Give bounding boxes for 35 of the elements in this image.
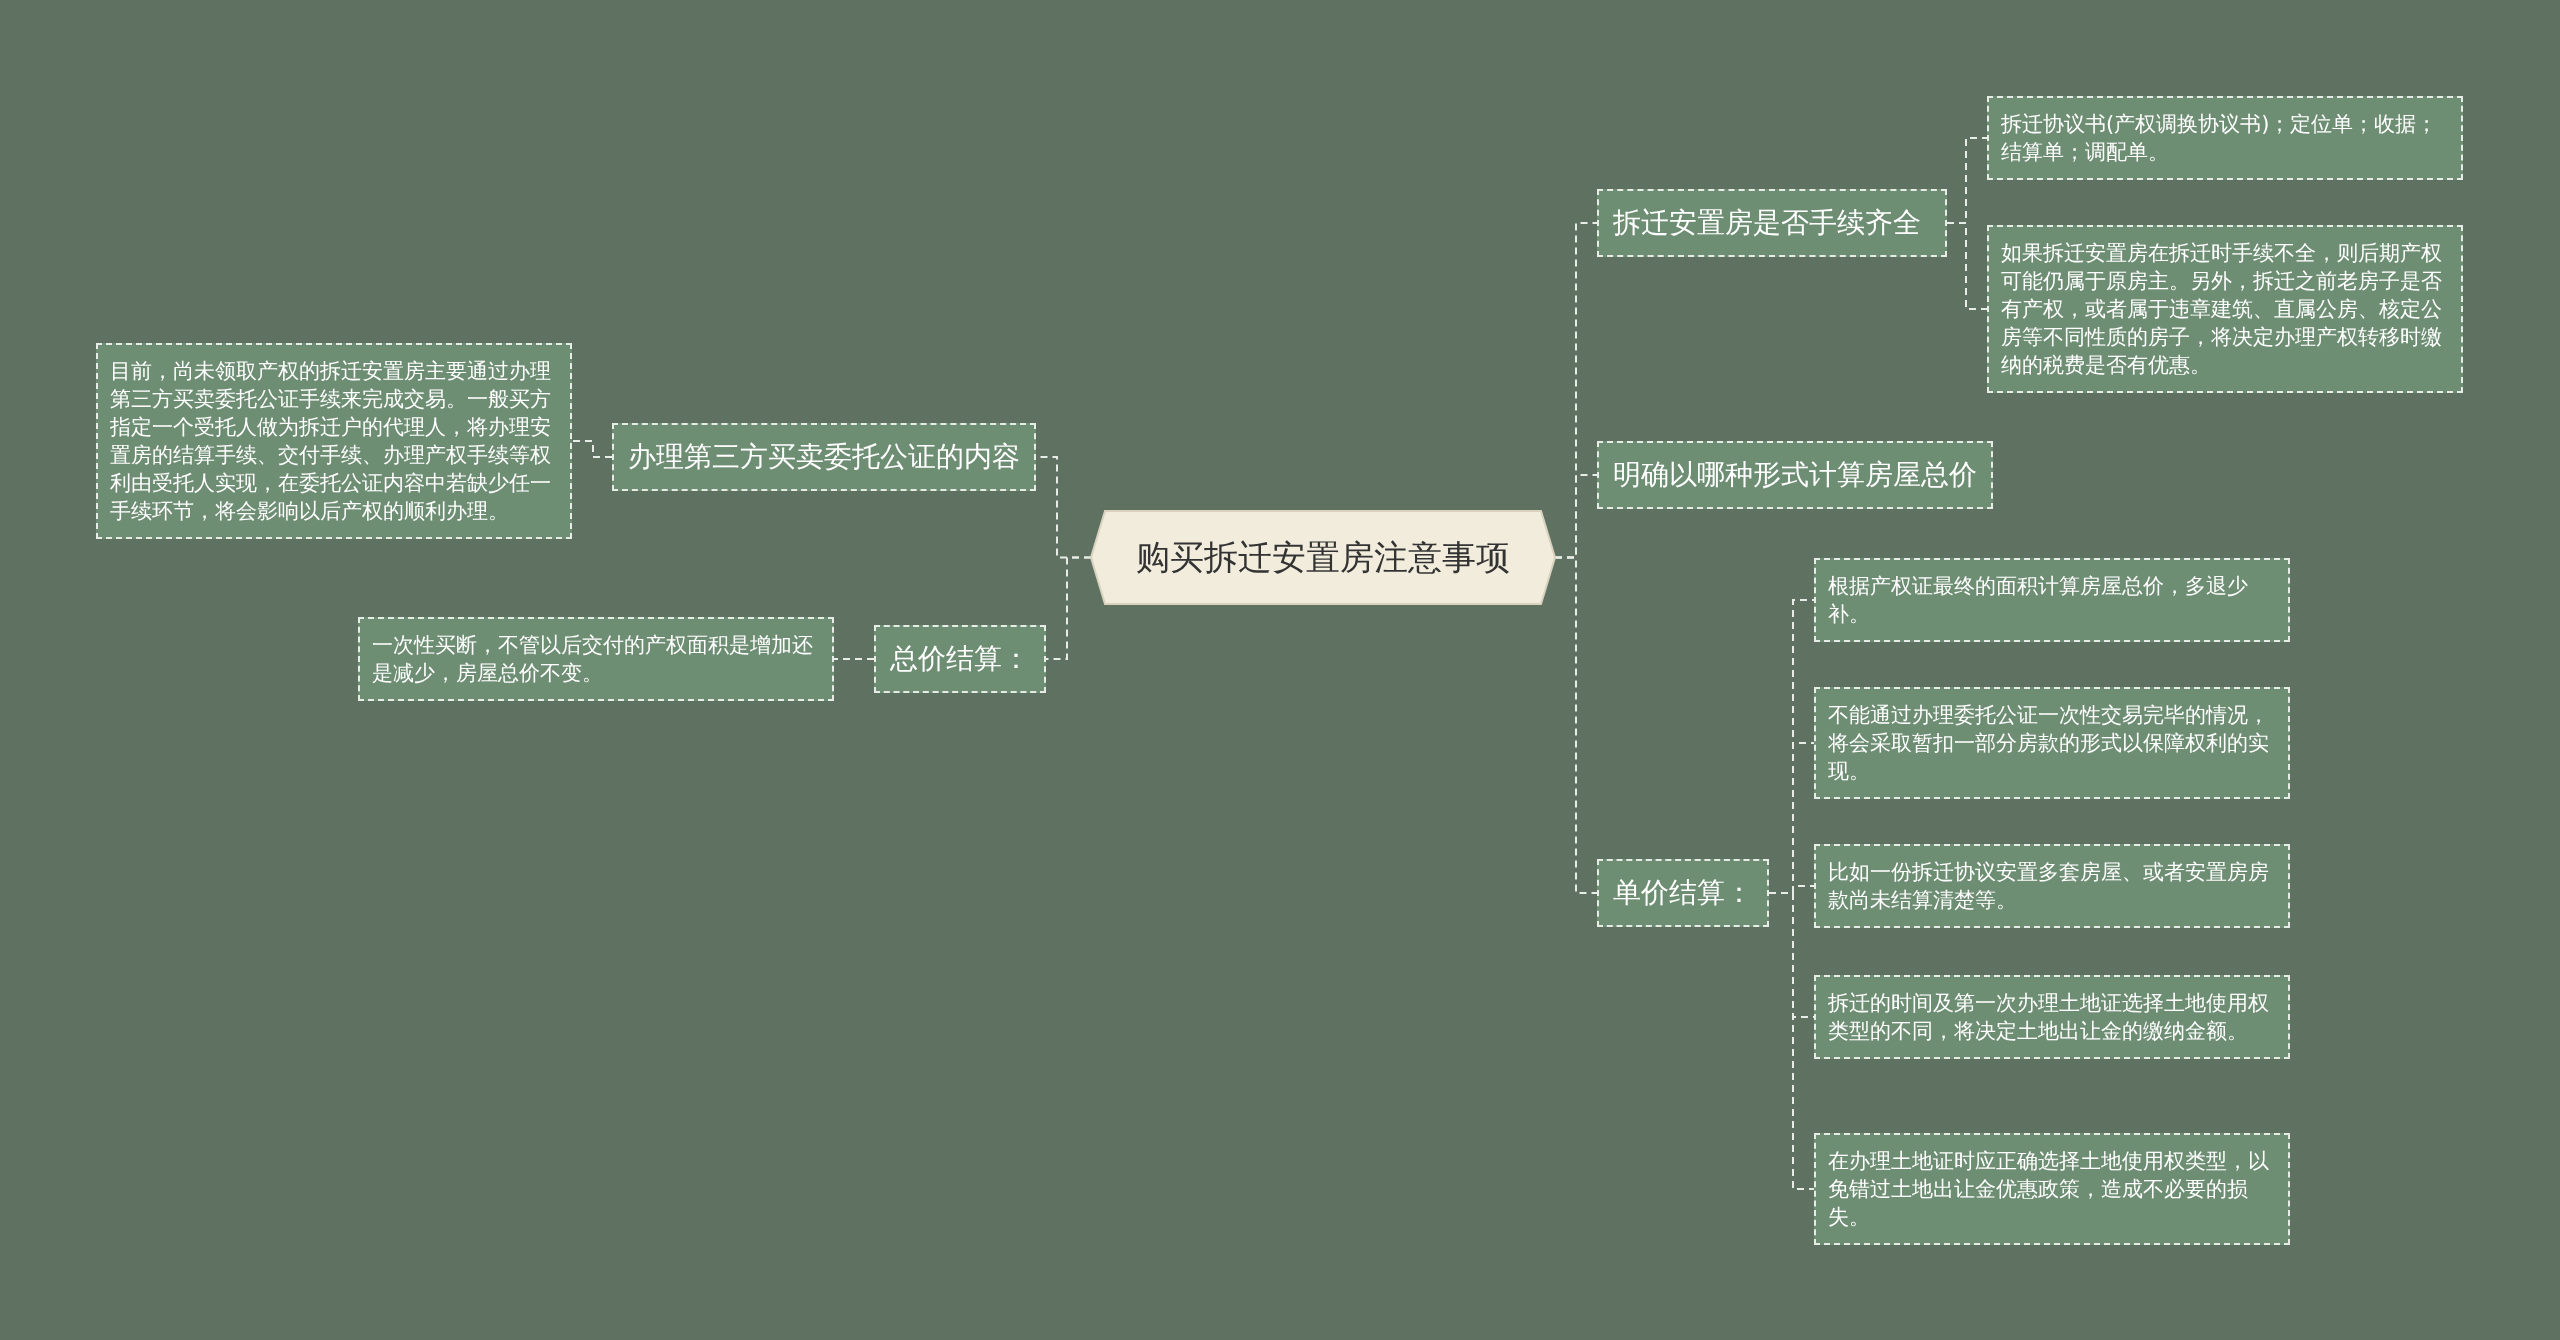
topic-text: 拆迁安置房是否手续齐全 <box>1613 206 1921 239</box>
note-box <box>1814 1133 2290 1245</box>
note-text: 一次性买断，不管以后交付的产权面积是增加还是减少，房屋总价不变。 <box>372 633 813 685</box>
topic-box <box>1597 189 1947 257</box>
topic-box <box>1597 441 1993 509</box>
note-box <box>1987 225 2463 393</box>
central-topic-text: 购买拆迁安置房注意事项 <box>1136 535 1510 579</box>
note-box <box>1814 975 2290 1059</box>
note-text: 拆迁协议书(产权调换协议书)；定位单；收据；结算单；调配单。 <box>2001 112 2438 164</box>
topic-text: 总价结算： <box>890 642 1030 675</box>
topic-text: 明确以哪种形式计算房屋总价 <box>1613 458 1977 491</box>
note-text: 拆迁的时间及第一次办理土地证选择土地使用权类型的不同，将决定土地出让金的缴纳金额。 <box>1828 991 2269 1043</box>
note-box <box>1814 844 2290 928</box>
note-text: 比如一份拆迁协议安置多套房屋、或者安置房房款尚未结算清楚等。 <box>1828 860 2269 912</box>
connector-line <box>1045 556 1092 660</box>
topic-text: 办理第三方买卖委托公证的内容 <box>628 440 1020 473</box>
note-text: 如果拆迁安置房在拆迁时手续不全，则后期产权可能仍属于原房主。另外，拆迁之前老房子是否有产权，或者属于违章建筑、直属公房、核定公房等不同性质的房子，将决定办理产权转移时缴纳的税费是否有优惠。 <box>2001 241 2442 377</box>
topic-box <box>874 625 1046 693</box>
connector-line <box>1768 892 1815 1190</box>
connector-line <box>1946 222 1988 310</box>
note-box <box>1987 96 2463 180</box>
connector-line <box>1554 556 1598 894</box>
topic-text: 单价结算： <box>1613 876 1753 909</box>
note-text: 根据产权证最终的面积计算房屋总价，多退少补。 <box>1828 574 2248 626</box>
note-text: 在办理土地证时应正确选择土地使用权类型，以免错过土地出让金优惠政策，造成不必要的损失。 <box>1828 1149 2269 1229</box>
note-box <box>358 617 834 701</box>
note-box <box>1814 558 2290 642</box>
connector-line <box>833 658 875 660</box>
topic-box <box>1597 859 1769 927</box>
note-text: 目前，尚未领取产权的拆迁安置房主要通过办理第三方买卖委托公证手续来完成交易。一般买方指定一个受托人做为拆迁户的代理人，将办理安置房的结算手续、交付手续、办理产权手续等权利由受托人实现，在委托公证内容中若缺少任一手续环节，将会影响以后产权的顺利办理。 <box>110 359 551 523</box>
note-box <box>96 343 572 539</box>
note-box <box>1814 687 2290 799</box>
topic-box <box>612 423 1036 491</box>
connector-line <box>571 440 613 458</box>
note-text: 不能通过办理委托公证一次性交易完毕的情况，将会采取暂扣一部分房款的形式以保障权利的实现。 <box>1828 703 2269 783</box>
